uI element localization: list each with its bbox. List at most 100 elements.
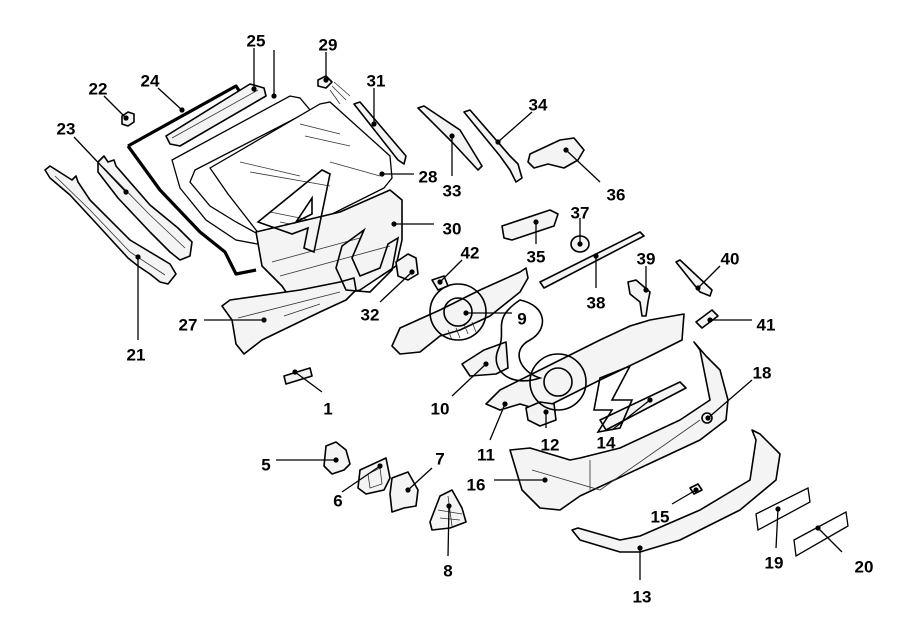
part-9-impact-bar xyxy=(391,267,529,355)
callout-label[interactable]: 34 xyxy=(529,95,548,114)
callout-23[interactable]: 23 xyxy=(57,119,129,195)
callout-label[interactable]: 22 xyxy=(89,79,108,98)
callout-label[interactable]: 1 xyxy=(323,399,332,418)
callout-1[interactable]: 1 xyxy=(292,369,333,418)
callout-label[interactable]: 24 xyxy=(141,71,160,90)
leader-line xyxy=(341,465,381,493)
callout-label[interactable]: 14 xyxy=(597,433,616,452)
leader-dot xyxy=(251,86,257,92)
part-41-bracket xyxy=(695,309,719,329)
part-13-bumper-strip xyxy=(571,429,781,553)
callout-label[interactable]: 5 xyxy=(261,455,270,474)
callout-14[interactable]: 14 xyxy=(597,397,653,452)
callout-label[interactable]: 7 xyxy=(435,449,444,468)
callout-label[interactable]: 8 xyxy=(443,561,452,580)
callout-39[interactable]: 39 xyxy=(637,249,656,293)
callout-label[interactable]: 25 xyxy=(247,31,266,50)
callout-label[interactable]: 31 xyxy=(367,71,386,90)
callout-label[interactable]: 39 xyxy=(637,249,656,268)
callout-label[interactable]: 16 xyxy=(467,475,486,494)
callout-label[interactable]: 38 xyxy=(587,293,606,312)
callout-label[interactable]: 28 xyxy=(419,167,438,186)
part-27-lower-trim xyxy=(221,277,357,355)
callout-label[interactable]: 42 xyxy=(461,243,480,262)
callout-40[interactable]: 40 xyxy=(695,249,740,291)
callout-label[interactable]: 19 xyxy=(765,553,784,572)
leader-dot xyxy=(391,221,397,227)
part-28-rear-glass xyxy=(209,101,393,247)
callout-41[interactable]: 41 xyxy=(707,315,775,334)
callout-label[interactable]: 11 xyxy=(477,445,495,464)
callout-18[interactable]: 18 xyxy=(705,363,772,421)
callout-label[interactable]: 23 xyxy=(57,119,76,138)
callout-label[interactable]: 6 xyxy=(333,491,342,510)
callout-22[interactable]: 22 xyxy=(89,79,129,121)
leader-dot xyxy=(707,317,713,323)
callout-label[interactable]: 37 xyxy=(571,203,590,222)
leader-dot xyxy=(705,415,711,421)
leader-dot xyxy=(693,487,699,493)
callout-label[interactable]: 29 xyxy=(319,35,338,54)
callout-11[interactable]: 11 xyxy=(477,401,508,464)
part-39-lock-cylinder xyxy=(627,279,651,317)
callout-37[interactable]: 37 xyxy=(571,203,590,247)
callout-10[interactable]: 10 xyxy=(431,361,489,418)
callout-34[interactable]: 34 xyxy=(495,95,548,145)
callout-label[interactable]: 12 xyxy=(541,435,560,454)
callout-31[interactable]: 31 xyxy=(367,71,386,127)
callout-38[interactable]: 38 xyxy=(587,253,606,312)
part-drawings xyxy=(44,75,849,558)
leader-dot xyxy=(446,503,452,509)
callout-42[interactable]: 42 xyxy=(437,243,480,285)
leader-dot xyxy=(815,525,821,531)
callout-29[interactable]: 29 xyxy=(319,35,338,83)
callout-32[interactable]: 32 xyxy=(361,269,415,324)
callout-33[interactable]: 33 xyxy=(443,133,462,200)
callout-label[interactable]: 21 xyxy=(127,345,146,364)
leader-dot xyxy=(483,361,489,367)
callout-label[interactable]: 18 xyxy=(753,363,772,382)
callout-label[interactable]: 9 xyxy=(517,309,526,328)
callout-label[interactable]: 15 xyxy=(651,507,670,526)
leader-dot xyxy=(563,147,569,153)
callout-20[interactable]: 20 xyxy=(815,525,873,576)
callout-13[interactable]: 13 xyxy=(633,545,652,606)
callout-label[interactable]: 35 xyxy=(527,247,546,266)
callout-12[interactable]: 12 xyxy=(541,409,560,454)
callout-label[interactable]: 30 xyxy=(443,219,462,238)
callout-label[interactable]: 41 xyxy=(757,315,776,334)
callout-25[interactable]: 25 xyxy=(247,31,266,92)
callout-5[interactable]: 5 xyxy=(261,455,339,474)
callout-15[interactable]: 15 xyxy=(651,487,699,526)
callout-label[interactable]: 20 xyxy=(855,557,874,576)
callout-19[interactable]: 19 xyxy=(765,506,784,572)
part-24-seal[interactable] xyxy=(126,84,257,276)
leader-line xyxy=(157,87,183,111)
part-7-bracket xyxy=(389,471,419,513)
callout-35[interactable]: 35 xyxy=(527,219,546,266)
callout-label[interactable]: 36 xyxy=(607,185,626,204)
callout-24[interactable]: 24 xyxy=(141,71,185,113)
callout-28[interactable]: 28 xyxy=(379,167,437,186)
callout-36[interactable]: 36 xyxy=(563,147,625,204)
leader-dot xyxy=(647,397,653,403)
callout-label[interactable]: 10 xyxy=(431,399,450,418)
callout-21[interactable]: 21 xyxy=(127,254,146,364)
callout-label[interactable]: 40 xyxy=(721,249,740,268)
callout-label[interactable]: 13 xyxy=(633,587,652,606)
callout-27[interactable]: 27 xyxy=(179,315,267,334)
callout-7[interactable]: 7 xyxy=(405,449,445,493)
callout-16[interactable]: 16 xyxy=(467,475,548,494)
leader-dot xyxy=(437,279,443,285)
callout-label[interactable]: 27 xyxy=(179,315,198,334)
callout-8[interactable]: 8 xyxy=(443,503,453,580)
leader-dot xyxy=(577,241,583,247)
callout-30[interactable]: 30 xyxy=(391,219,461,238)
leader-dot xyxy=(123,115,129,121)
callout-label[interactable]: 32 xyxy=(361,305,380,324)
part-23-trim-strip xyxy=(97,155,193,261)
callout-6[interactable]: 6 xyxy=(333,463,383,510)
leader-dot xyxy=(179,107,185,113)
callout-9[interactable]: 9 xyxy=(463,309,527,328)
callout-label[interactable]: 33 xyxy=(443,181,462,200)
